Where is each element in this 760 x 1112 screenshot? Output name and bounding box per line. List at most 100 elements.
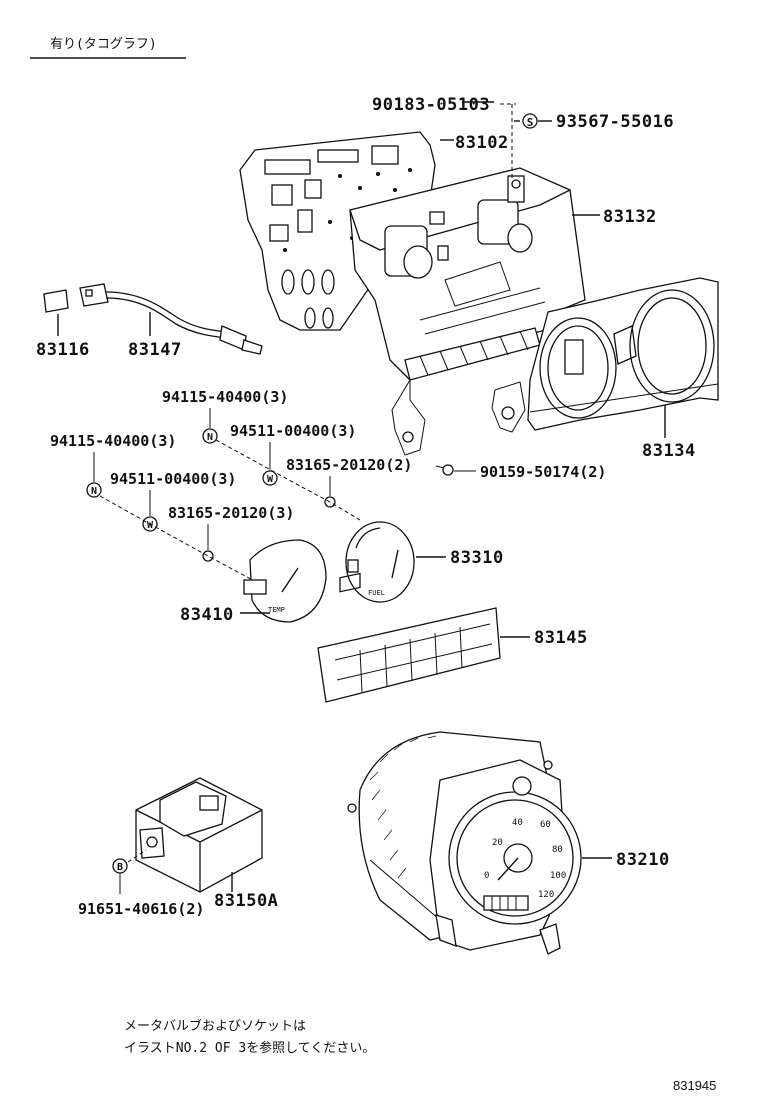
hood-lens-detail <box>564 339 584 375</box>
tacho-reset-knob <box>512 776 532 796</box>
hood-lens-left-inner <box>547 325 609 411</box>
label-83310: 83310 <box>450 548 504 568</box>
case-clip <box>429 211 445 225</box>
plate-hole <box>281 269 295 295</box>
plate-hole <box>321 269 335 295</box>
marker-n-a-letter: N <box>207 432 213 443</box>
marker-n-a <box>202 428 218 444</box>
plate-dot <box>358 186 362 190</box>
label-90183: 90183-05103 <box>372 95 490 115</box>
odometer-digits <box>491 896 517 910</box>
label-83410: 83410 <box>180 605 234 625</box>
plate-dot <box>338 174 342 178</box>
case-bracket-mid <box>491 381 526 433</box>
tacho-fins <box>369 735 437 879</box>
fuel-mark: FUEL <box>368 589 385 597</box>
lamp-cell <box>339 572 361 593</box>
label-83165-b: 83165-20120(3) <box>168 504 294 522</box>
temp-gauge-terminal <box>243 579 267 595</box>
screw-90159 <box>442 464 454 476</box>
case-rim <box>349 189 571 251</box>
plate-slot <box>264 159 311 175</box>
case-bracket-left <box>391 378 426 456</box>
plate-slot <box>317 149 359 163</box>
case-socket <box>477 199 519 245</box>
label-83147: 83147 <box>128 340 182 360</box>
label-83145: 83145 <box>534 628 588 648</box>
tacho-odometer <box>483 895 529 911</box>
case-rail-lines <box>419 287 546 335</box>
case-rail <box>444 261 511 307</box>
module-edges <box>135 809 263 892</box>
tacho-needle <box>497 857 519 881</box>
variant-note: 有り(タコグラフ) <box>50 37 157 52</box>
fuel-gauge-face <box>345 521 415 603</box>
hood-lens-right <box>629 289 715 403</box>
label-83102: 83102 <box>455 133 509 153</box>
case-clip <box>437 245 449 261</box>
tacho-mark-20: 20 <box>492 838 503 848</box>
plate-hole <box>301 269 315 295</box>
plate-dot <box>408 168 412 172</box>
plate-slot <box>371 145 399 165</box>
temp-gauge-83410: TEMP <box>243 539 327 623</box>
marker-s-letter: S <box>527 116 534 129</box>
label-90159: 90159-50174(2) <box>480 463 606 481</box>
tacho-mark-100: 100 <box>550 871 566 881</box>
module-mount-hole <box>146 836 158 848</box>
leader-91651-dash <box>127 849 147 863</box>
tacho-mark-120: 120 <box>538 890 554 900</box>
label-83210: 83210 <box>616 850 670 870</box>
temp-gauge-face <box>249 539 327 623</box>
lamp-cover-83145 <box>317 572 501 703</box>
marker-n-b <box>86 482 102 498</box>
marker-w-a <box>262 470 278 486</box>
illustration-number: 831945 <box>673 1078 716 1093</box>
tacho-mount-foot <box>539 923 561 955</box>
case-socket-end <box>403 245 433 279</box>
case-grid-lines <box>419 330 529 376</box>
label-91651: 91651-40616(2) <box>78 900 204 918</box>
label-93567: 93567-55016 <box>556 112 674 132</box>
label-94115-b: 94115-40400(3) <box>50 432 176 450</box>
harness-drawing <box>43 283 263 355</box>
tacho-mark-0: 0 <box>484 871 489 881</box>
plate-dot <box>393 188 397 192</box>
harness-wire-b <box>105 297 227 339</box>
plate-slot <box>297 209 313 233</box>
assembly-line-a <box>215 439 361 521</box>
hood-base-line <box>529 383 719 413</box>
screw-83165-b <box>202 550 214 562</box>
tacho-screw <box>543 760 553 770</box>
tachograph-83210: 0 20 40 60 80 100 120 <box>347 731 582 955</box>
footer-note-line2: イラストNO.2 OF 3を参照してください。 <box>124 1040 375 1056</box>
label-83165-a: 83165-20120(2) <box>286 456 412 474</box>
connector-83116 <box>43 289 69 313</box>
marker-w-b-letter: W <box>147 520 154 531</box>
footer-note-line1: メータバルブおよびソケットは <box>124 1018 306 1034</box>
tacho-mark-40: 40 <box>512 818 523 828</box>
lamp-cover-cols <box>359 626 463 693</box>
module-83150A <box>135 777 263 893</box>
marker-w-a-letter: W <box>267 474 274 485</box>
temp-gauge-needle <box>281 567 299 593</box>
case-socket-end <box>507 223 533 253</box>
variant-header: 有り(タコグラフ) <box>30 37 186 59</box>
circuit-plate-83102 <box>239 131 436 331</box>
tacho-mark-60: 60 <box>540 820 551 830</box>
plate-slot <box>269 224 289 242</box>
case-bracket-hole <box>501 406 515 420</box>
case-boss-hole <box>511 179 521 189</box>
hood-center-window <box>613 325 637 365</box>
module-connector <box>199 795 219 811</box>
fuel-gauge-83310: FUEL <box>345 521 415 603</box>
meter-housing-drawing <box>239 131 719 456</box>
fuel-gauge-needle <box>391 549 399 579</box>
screw-90183-group: 90183-05103 <box>372 95 516 180</box>
fuel-gauge-arc <box>355 527 381 549</box>
temp-mark: TEMP <box>268 606 285 614</box>
plate-hole <box>304 307 316 329</box>
plate-dot <box>376 172 380 176</box>
sender-tip <box>241 339 263 355</box>
tacho-edge <box>369 859 441 921</box>
